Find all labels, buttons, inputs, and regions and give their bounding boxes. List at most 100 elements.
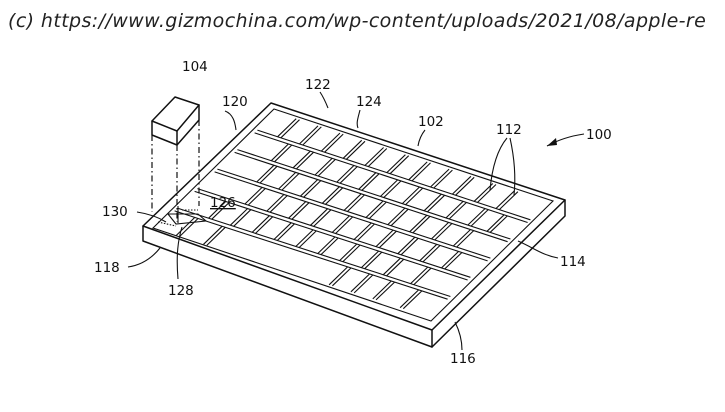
key-edge bbox=[206, 226, 226, 246]
key-edge bbox=[419, 243, 438, 262]
key-edge bbox=[412, 215, 431, 234]
key-edge bbox=[256, 164, 275, 183]
key-edge bbox=[332, 267, 352, 287]
key-edge bbox=[211, 202, 230, 220]
key-edge bbox=[175, 217, 196, 236]
key-edge bbox=[247, 188, 266, 206]
key-edge bbox=[325, 187, 344, 205]
key-edge bbox=[281, 173, 300, 191]
corner-cavity bbox=[157, 206, 208, 227]
key-edge bbox=[299, 125, 319, 145]
key-edge bbox=[489, 215, 508, 233]
key-edge bbox=[427, 194, 445, 213]
key-edge bbox=[273, 222, 292, 240]
key-edge bbox=[422, 245, 441, 263]
key-edge bbox=[320, 237, 339, 255]
label-130: 130 bbox=[102, 204, 128, 220]
key-edge bbox=[343, 193, 362, 211]
key-edge bbox=[197, 188, 471, 278]
key-edge bbox=[368, 201, 387, 219]
key-edge bbox=[194, 190, 468, 281]
key-edge bbox=[278, 172, 297, 190]
key-edge bbox=[386, 154, 406, 173]
key-edge bbox=[434, 223, 453, 241]
key-edge bbox=[342, 244, 361, 262]
label-100: 100 bbox=[586, 127, 612, 143]
label-122: 122 bbox=[305, 77, 331, 93]
key-edge bbox=[452, 175, 472, 195]
key-edge bbox=[402, 290, 423, 310]
key-edge bbox=[367, 148, 388, 167]
key-edge bbox=[310, 208, 328, 226]
key-edge bbox=[358, 172, 377, 190]
key-edge bbox=[473, 183, 494, 202]
key-edge bbox=[399, 289, 419, 309]
key-edge bbox=[411, 162, 431, 182]
key-edge bbox=[430, 168, 450, 188]
key-edge bbox=[217, 168, 491, 259]
label-116: 116 bbox=[450, 351, 476, 367]
key-edge bbox=[408, 161, 428, 181]
key-edge bbox=[413, 267, 432, 285]
key-edge bbox=[335, 216, 354, 234]
key-edge bbox=[448, 202, 467, 220]
key-edge bbox=[303, 180, 322, 198]
key-edge bbox=[441, 251, 459, 269]
label-112: 112 bbox=[496, 122, 522, 138]
key-edge bbox=[350, 273, 370, 293]
key-edge bbox=[380, 179, 398, 197]
key-edge bbox=[390, 208, 409, 227]
key-edge bbox=[251, 215, 270, 233]
key-edge bbox=[378, 230, 397, 249]
key-edge bbox=[401, 186, 420, 204]
key-edge bbox=[444, 252, 463, 270]
key-edge bbox=[495, 190, 515, 209]
reference-labels: 104 122 120 124 102 112 100 130 126 118 … bbox=[94, 59, 612, 367]
key-edge bbox=[361, 250, 379, 268]
key-edge bbox=[400, 237, 419, 256]
key-edge bbox=[288, 201, 307, 219]
label-120: 120 bbox=[222, 94, 248, 110]
key-edge bbox=[295, 229, 314, 247]
key-edge bbox=[177, 207, 451, 298]
label-124: 124 bbox=[356, 94, 382, 110]
key-edge bbox=[336, 165, 355, 183]
key-edge bbox=[409, 214, 428, 233]
key-edge bbox=[254, 132, 528, 224]
key-edge bbox=[389, 155, 410, 175]
key-edge bbox=[230, 208, 248, 226]
key-edge bbox=[214, 171, 488, 262]
key-edge bbox=[280, 119, 300, 139]
key-edge bbox=[470, 209, 489, 227]
key-edge bbox=[237, 149, 511, 240]
key-edge bbox=[274, 144, 293, 163]
key-edge bbox=[296, 151, 314, 170]
key-edge bbox=[292, 150, 311, 169]
key-edge bbox=[353, 274, 374, 294]
key-edge bbox=[277, 223, 295, 241]
source-credit: (c) https://www.gizmochina.com/wp-conten… bbox=[8, 10, 707, 32]
key-edge bbox=[364, 147, 384, 166]
label-126: 126 bbox=[210, 195, 236, 211]
label-102: 102 bbox=[418, 114, 444, 130]
label-114: 114 bbox=[560, 254, 586, 270]
key-edge bbox=[386, 258, 405, 277]
key-edge bbox=[342, 139, 363, 159]
key-grid bbox=[174, 118, 531, 310]
key-edge bbox=[445, 201, 464, 219]
key-edge bbox=[498, 191, 519, 210]
key-edge bbox=[477, 184, 497, 203]
key-edge bbox=[410, 266, 429, 284]
key-edge bbox=[174, 210, 448, 300]
key-edge bbox=[431, 222, 449, 240]
key-edge bbox=[382, 257, 401, 276]
key-edge bbox=[364, 251, 383, 270]
key-edge bbox=[300, 179, 318, 197]
key-edge bbox=[452, 229, 471, 247]
key-edge bbox=[397, 236, 416, 255]
key-edge bbox=[233, 209, 252, 227]
detached-key-104 bbox=[151, 96, 200, 222]
key-edge bbox=[203, 225, 223, 245]
key-edge bbox=[314, 158, 333, 176]
key-edge bbox=[244, 187, 263, 205]
